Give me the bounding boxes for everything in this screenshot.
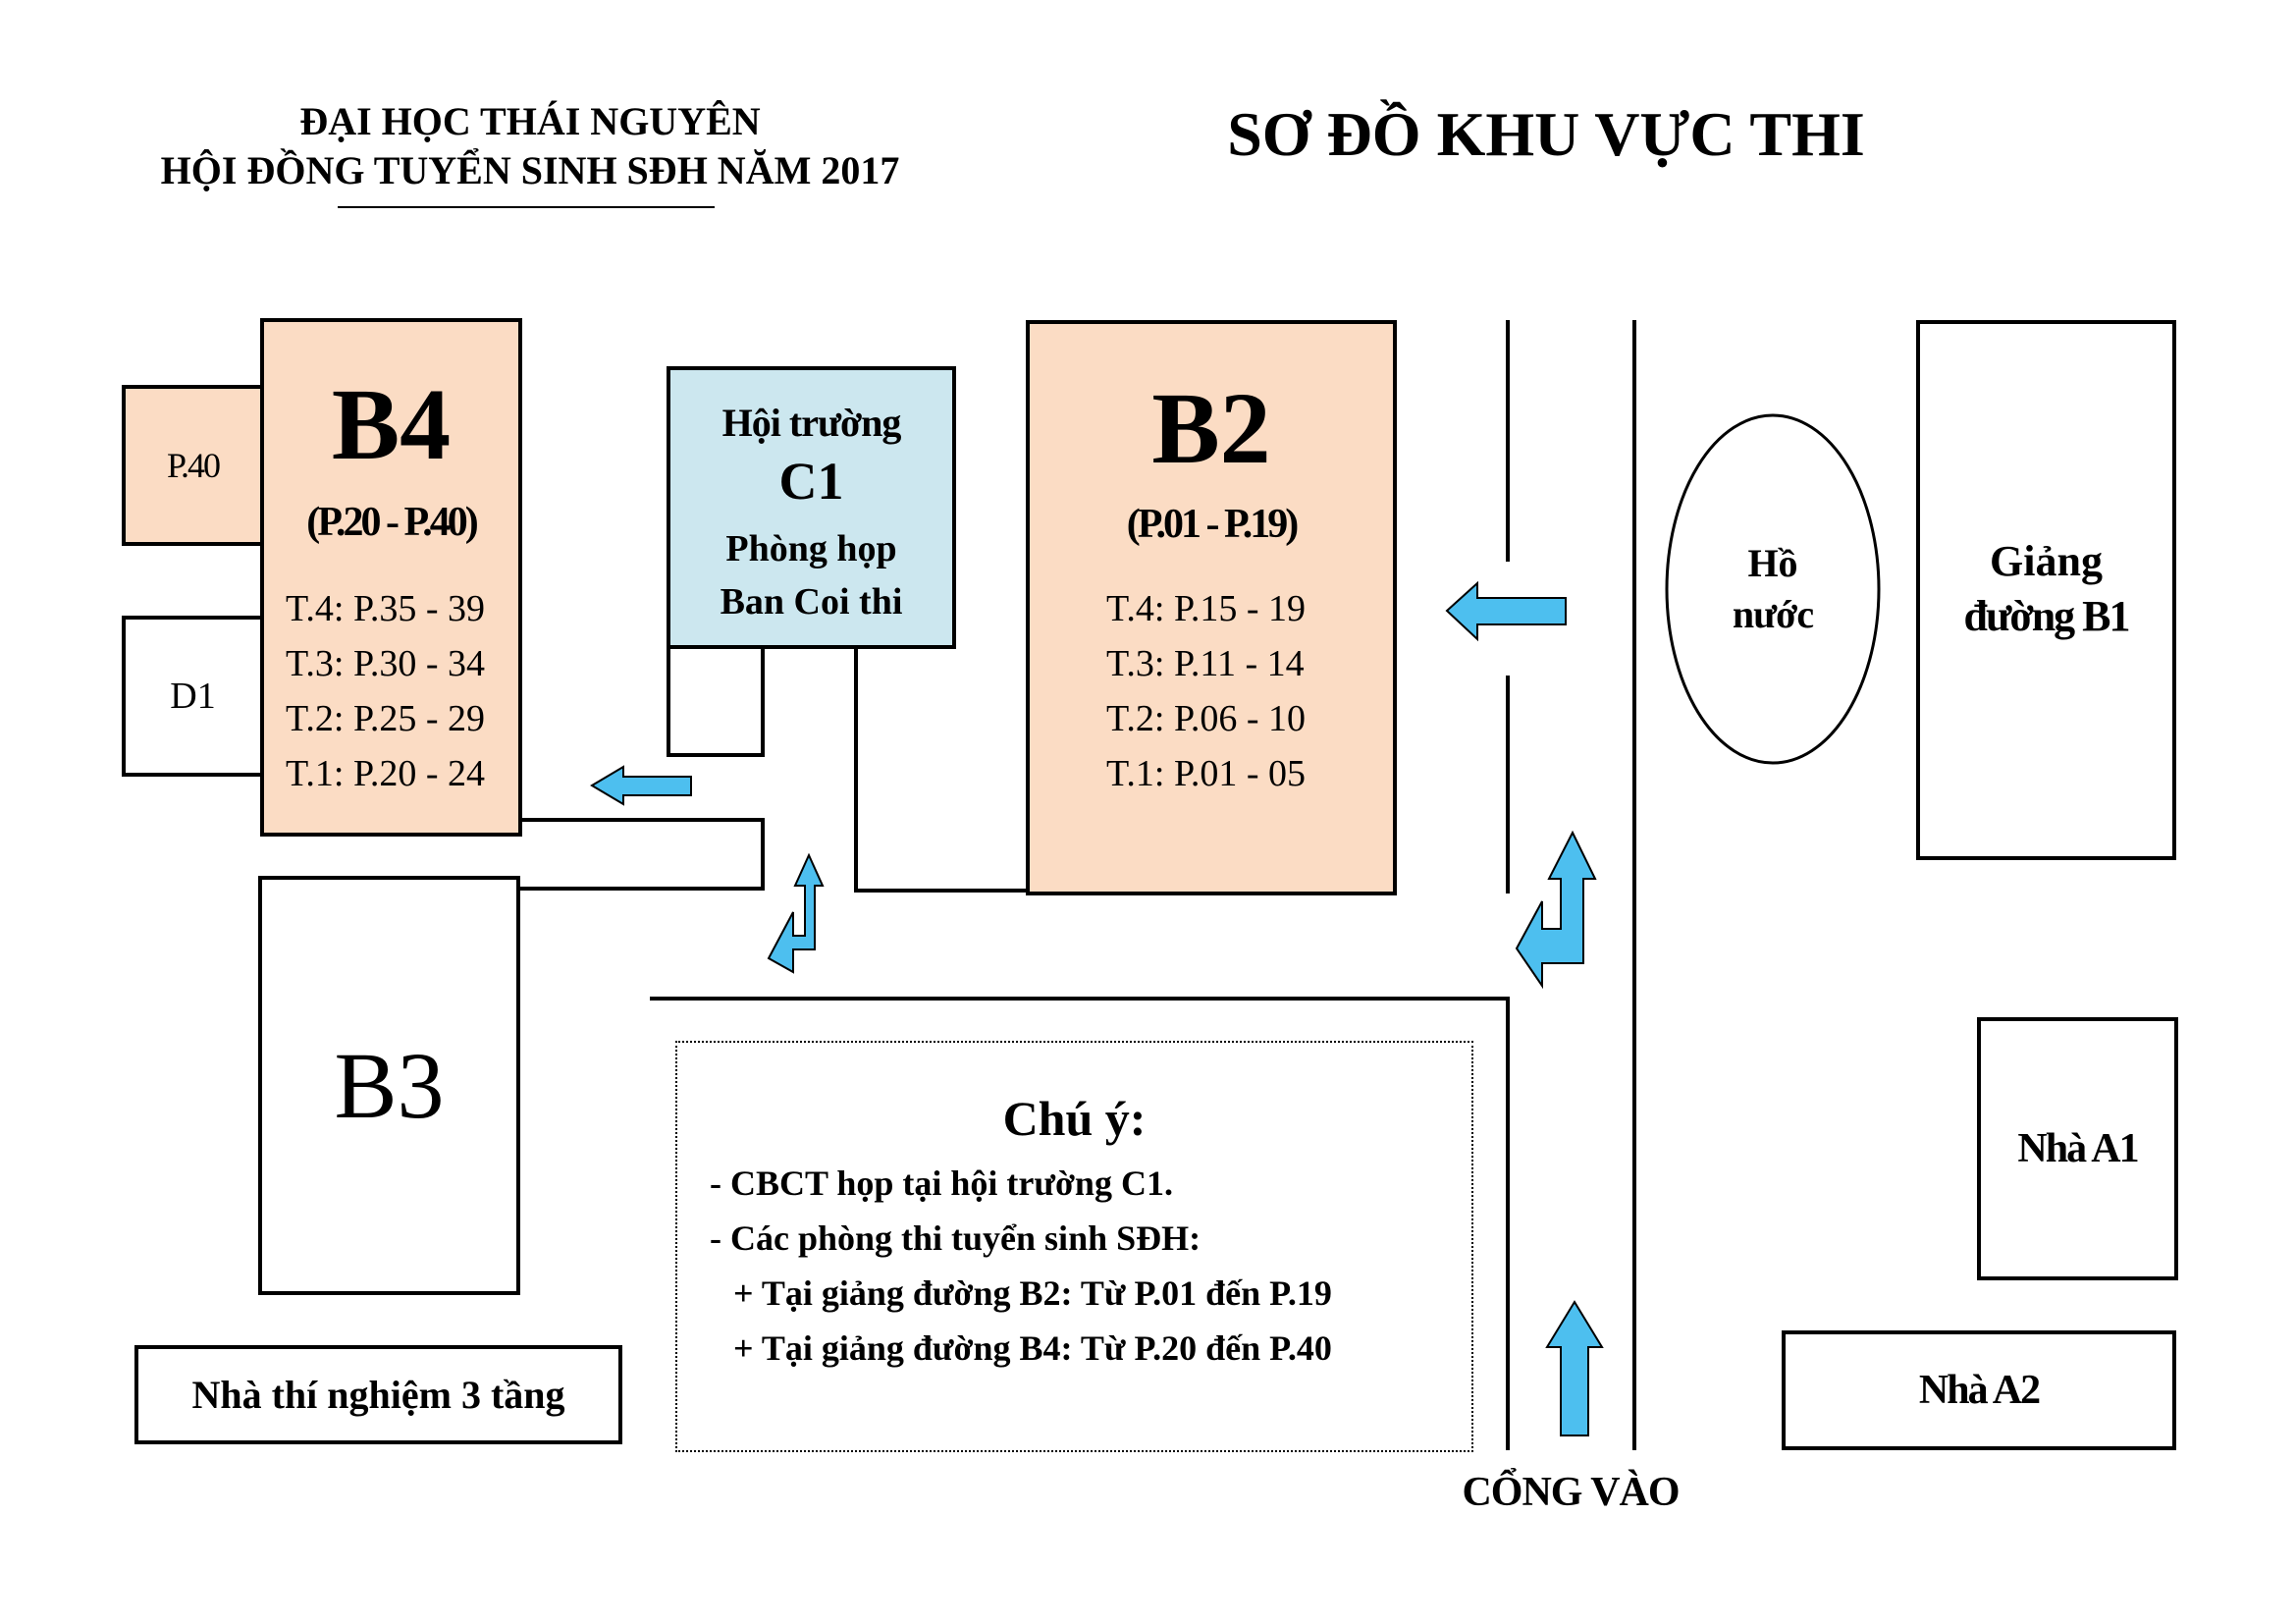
building-a1: Nhà A1 (1977, 1017, 2178, 1280)
building-b4-range: (P.20 - P.40) (306, 500, 479, 545)
building-b4: B4 (P.20 - P.40) T.4: P.35 - 39 T.3: P.3… (260, 318, 522, 837)
arrow-turn-from-gate-icon (1515, 830, 1597, 990)
note-box: Chú ý: - CBCT họp tại hội trường C1. - C… (675, 1041, 1473, 1452)
org-name: ĐẠI HỌC THÁI NGUYÊN (299, 99, 761, 143)
page-title: SƠ ĐỒ KHU VỰC THI (1227, 99, 1865, 169)
building-b2-floors: T.4: P.15 - 19 T.3: P.11 - 14 T.2: P.06 … (1106, 581, 1306, 801)
lake-shape (1665, 413, 1881, 765)
note-title: Chú ý: (1002, 1091, 1147, 1146)
building-lab-label: Nhà thí nghiệm 3 tầng (191, 1373, 565, 1417)
lake-label-line2: nước (1732, 592, 1814, 636)
building-b4-floor-1: T.1: P.20 - 24 (286, 753, 486, 794)
building-b2-floor-4: T.4: P.15 - 19 (1106, 588, 1307, 629)
building-b4-name: B4 (331, 368, 452, 481)
council-name: HỘI ĐỒNG TUYỂN SINH SĐH NĂM 2017 (160, 148, 900, 192)
arrow-turn-to-c1-icon (767, 852, 825, 974)
building-b3: B3 (258, 876, 520, 1295)
building-b2-name: B2 (1151, 372, 1271, 485)
hall-c1: Hội trường C1 Phòng họp Ban Coi thi (667, 366, 956, 649)
building-b1: Giảng đường B1 (1916, 320, 2176, 860)
building-d1: D1 (122, 616, 264, 777)
note-line-2: - Các phòng thi tuyển sinh SĐH: (710, 1218, 1201, 1258)
lake-label-line1: Hồ (1747, 541, 1798, 585)
gate-label: CỔNG VÀO (1462, 1470, 1680, 1515)
building-b2: B2 (P.01 - P.19) T.4: P.15 - 19 T.3: P.1… (1026, 320, 1397, 895)
hall-c1-line3: Phòng họp (725, 528, 897, 569)
building-d1-label: D1 (170, 676, 216, 717)
building-lab: Nhà thí nghiệm 3 tầng (134, 1345, 622, 1444)
hall-c1-line1: Hội trường (721, 401, 902, 445)
building-b4-floor-4: T.4: P.35 - 39 (286, 588, 486, 629)
building-a2: Nhà A2 (1782, 1330, 2176, 1450)
building-b4-floors: T.4: P.35 - 39 T.3: P.30 - 34 T.2: P.25 … (286, 581, 485, 801)
c1-annex (667, 646, 765, 757)
building-b2-range: (P.01 - P.19) (1126, 502, 1300, 547)
building-b1-line2: đường B1 (1963, 592, 2130, 640)
building-b3-label: B3 (334, 1033, 445, 1138)
note-line-4: + Tại giảng đường B4: Từ P.20 đến P.40 (733, 1328, 1332, 1368)
building-b4-floor-3: T.3: P.30 - 34 (286, 643, 486, 684)
arrow-up-from-gate-icon (1545, 1300, 1604, 1436)
path-c1-b2 (854, 646, 1026, 893)
corridor-b4-b3 (520, 818, 765, 891)
arrow-left-to-b2-icon (1445, 580, 1567, 642)
building-b2-floor-3: T.3: P.11 - 14 (1106, 643, 1305, 684)
arrow-left-to-b4-icon (590, 765, 692, 806)
building-b2-floor-1: T.1: P.01 - 05 (1106, 753, 1307, 794)
hall-c1-line4: Ban Coi thi (720, 581, 903, 623)
note-line-3: + Tại giảng đường B2: Từ P.01 đến P.19 (733, 1273, 1332, 1313)
building-b4-floor-2: T.2: P.25 - 29 (286, 698, 486, 739)
building-a1-label: Nhà A1 (2017, 1126, 2139, 1171)
room-p40-label: P.40 (166, 446, 221, 485)
room-p40: P.40 (122, 385, 264, 546)
note-line-1: - CBCT họp tại hội trường C1. (710, 1164, 1173, 1203)
building-a2-label: Nhà A2 (1918, 1368, 2041, 1413)
road-line-left-bottom (650, 997, 1510, 1450)
building-b2-floor-2: T.2: P.06 - 10 (1106, 698, 1307, 739)
hall-c1-line2: C1 (778, 452, 844, 511)
building-b1-line1: Giảng (1990, 537, 2103, 585)
